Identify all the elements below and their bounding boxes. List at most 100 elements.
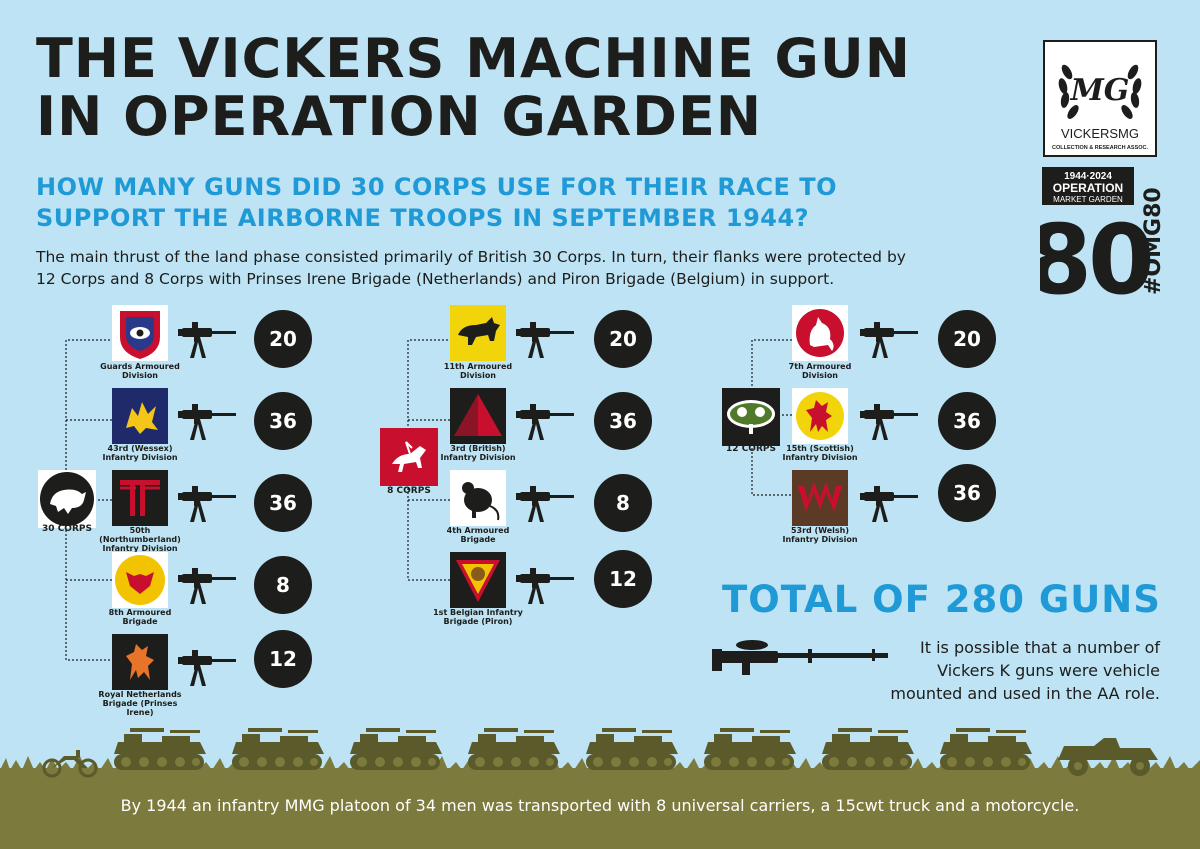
vickers-mmg-icon — [860, 404, 918, 440]
gun-count: 36 — [254, 474, 312, 532]
corps-label-30: 30 CORPS — [42, 524, 92, 534]
division-badge-50th-northumberland — [112, 470, 168, 526]
division-label: 43rd (Wessex)Infantry Division — [102, 444, 178, 462]
corps-badge-30 — [38, 470, 96, 528]
division-badge-piron — [450, 552, 506, 608]
subtitle-line-1: HOW MANY GUNS DID 30 CORPS USE FOR THEIR… — [36, 173, 838, 201]
vmg-subtitle: COLLECTION & RESEARCH ASSOC. — [1052, 145, 1149, 151]
omg-years: 1944·2024 — [1064, 171, 1112, 182]
omg-number: 80 — [1040, 204, 1151, 300]
division-label: 3rd (British)Infantry Division — [440, 444, 516, 462]
ground-strip — [0, 768, 1200, 849]
corps-badge-12 — [722, 388, 780, 446]
division-badge-15th-scottish — [792, 388, 848, 444]
gun-count: 20 — [594, 310, 652, 368]
gun-count: 20 — [254, 310, 312, 368]
division-label: 50th (Northumberland)Infantry Division — [99, 526, 181, 553]
charging-bull-icon — [450, 305, 506, 361]
intro-line-2: 12 Corps and 8 Corps with Prinses Irene … — [36, 270, 835, 288]
vickers-mmg-icon — [516, 486, 574, 522]
vickers-mmg-icon — [860, 322, 918, 358]
division-badge-8th-armoured — [112, 552, 168, 608]
division-label: 53rd (Welsh)Infantry Division — [782, 526, 858, 544]
intro-line-1: The main thrust of the land phase consis… — [36, 248, 906, 266]
oak-tree-icon — [722, 388, 780, 446]
title-line-2: IN OPERATION GARDEN — [36, 85, 763, 148]
truck-icon — [1058, 738, 1158, 776]
universal-carrier-icon — [114, 728, 206, 770]
vickers-mmg-icon — [178, 486, 236, 522]
vickers-mmg-icon — [516, 568, 574, 604]
jerboa-icon — [450, 470, 506, 526]
vmg-name: VICKERSMG — [1061, 126, 1139, 141]
vickers-mmg-icon — [516, 404, 574, 440]
w-icon — [792, 470, 848, 526]
universal-carrier-icon — [940, 728, 1032, 770]
gun-count: 36 — [938, 392, 996, 450]
vickers-mmg-icon — [178, 650, 236, 686]
gun-count: 36 — [594, 392, 652, 450]
gun-count: 12 — [594, 550, 652, 608]
vmg-monogram: MG — [1070, 73, 1130, 108]
gun-count: 12 — [254, 630, 312, 688]
corps-label-12: 12 CORPS — [726, 444, 776, 454]
universal-carrier-icon — [586, 728, 678, 770]
corps-badge-8 — [380, 428, 438, 486]
title-line-1: THE VICKERS MACHINE GUN — [36, 27, 911, 90]
boar-icon — [40, 472, 94, 526]
universal-carrier-icon — [350, 728, 442, 770]
wyvern-icon — [112, 388, 168, 444]
gun-count: 8 — [594, 474, 652, 532]
gun-count: 36 — [938, 464, 996, 522]
division-label: 15th (Scottish)Infantry Division — [782, 444, 858, 462]
vickers-mmg-icon — [178, 568, 236, 604]
vickers-mmg-icon — [860, 486, 918, 522]
lion-circle-icon — [792, 388, 848, 444]
motorcycle-icon — [42, 750, 98, 778]
division-badge-43rd-wessex — [112, 388, 168, 444]
triangle-icon — [450, 388, 506, 444]
gun-count: 36 — [254, 392, 312, 450]
vickers-mmg-icon — [178, 404, 236, 440]
universal-carrier-icon — [704, 728, 796, 770]
universal-carrier-icon — [232, 728, 324, 770]
omg-hashtag: #OMG80 — [1141, 187, 1166, 295]
universal-carrier-icon — [822, 728, 914, 770]
page-title: THE VICKERS MACHINE GUN IN OPERATION GAR… — [36, 30, 911, 146]
desert-rat-icon — [792, 305, 848, 361]
lion-rampant-icon — [112, 634, 168, 690]
omg-market-garden: MARKET GARDEN — [1053, 195, 1123, 204]
lion-head-icon — [450, 552, 506, 608]
division-badge-guards-armoured — [112, 305, 168, 361]
intro-text: The main thrust of the land phase consis… — [36, 246, 1016, 290]
corps-label-8: 8 CORPS — [387, 486, 431, 496]
division-badge-11th-armoured — [450, 305, 506, 361]
gun-count: 8 — [254, 556, 312, 614]
omg80-logo: 1944·2024 OPERATION MARKET GARDEN 80 #OM… — [1025, 165, 1166, 316]
vickers-mmg-icon — [178, 322, 236, 358]
knight-horse-icon — [380, 428, 438, 486]
fox-mask-icon — [115, 555, 165, 605]
universal-carrier-icon — [468, 728, 560, 770]
vickers-k-gun-icon — [712, 640, 888, 675]
total-guns-heading: TOTAL OF 280 GUNS — [722, 578, 1161, 621]
double-t-icon — [112, 470, 168, 526]
division-badge-4th-armoured — [450, 470, 506, 526]
vickers-mmg-icon — [516, 322, 574, 358]
subtitle: HOW MANY GUNS DID 30 CORPS USE FOR THEIR… — [36, 172, 837, 234]
subtitle-line-2: SUPPORT THE AIRBORNE TROOPS IN SEPTEMBER… — [36, 204, 810, 232]
vickers-k-note: It is possible that a number of Vickers … — [890, 638, 1160, 703]
division-badge-53rd-welsh — [792, 470, 848, 526]
laurel-wreath-icon: MG VICKERSMG COLLECTION & RESEARCH ASSOC… — [1052, 64, 1149, 151]
omg-operation: OPERATION — [1053, 181, 1123, 195]
footer-caption: By 1944 an infantry MMG platoon of 34 me… — [120, 796, 1080, 815]
vickersmg-logo: MG VICKERSMG COLLECTION & RESEARCH ASSOC… — [1043, 40, 1157, 157]
eye-shield-icon — [120, 311, 160, 359]
